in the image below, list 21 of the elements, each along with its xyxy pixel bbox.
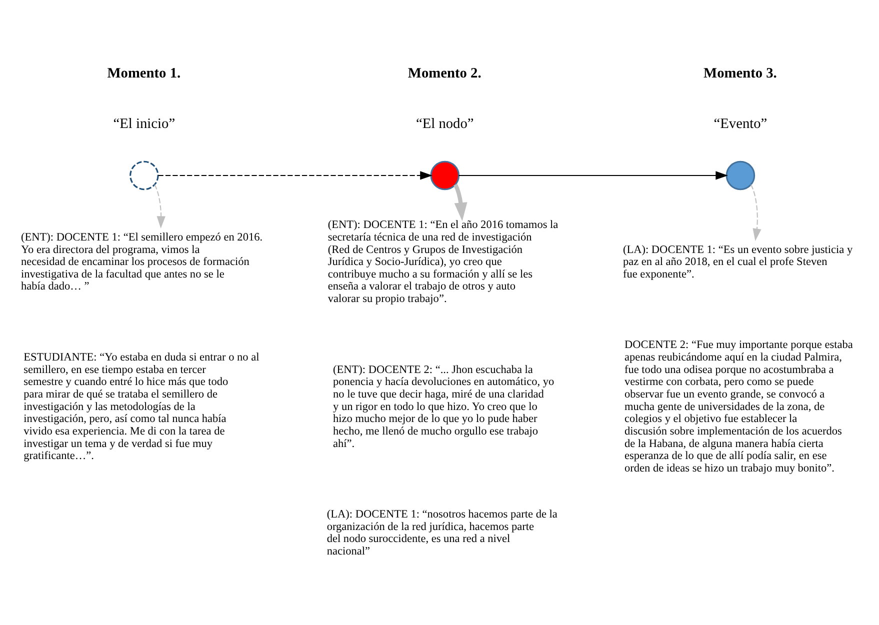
arrow <box>158 171 432 180</box>
node-circle <box>430 160 460 190</box>
label: DOCENTE 2: “Fue muy importante porque estaba apenas reubicándome aquí en la ciudad Palmira, fue todo una odisea porque no acostumbraba a vestirme con corbata, pero como se puede observar fue un evento grande, se convocó a mucha gente de universidades de la zona, de colegios y el objetivo fue establecer la discusión sobre implementación de los acuerdos de la Habana, de alguna manera había cierta esperanza de lo que de allí podía salir, en ese orden de ideas se hizo un trabajo muy bonito”. <box>624 339 853 474</box>
label: Momento 3. <box>704 66 777 82</box>
arrow <box>154 184 166 228</box>
label: (ENT): DOCENTE 2: “... Jhon escuchaba la ponencia y hacía devoluciones en automático, yo no le tuve que decir haga, miré de una claridad y un rigor en todo lo que hizo. Yo creo que lo hizo mucho mejor de lo que yo lo pude haber hecho, me llenó de mucho orgullo ese trabajo ahí”. <box>333 364 554 450</box>
arrow <box>454 184 468 222</box>
node-text: (ENT): DOCENTE 1: “En el año 2016 tomamos la secretaría técnica de una red de investigación (Red de Centros y Grupos de Investigación Jurídica y Socio-Jurídica), yo creo que contribuye mucho a su formación y allí se les enseña a valorar el trabajo de otros y auto valorar su propio trabajo”. <box>328 219 558 306</box>
label: (LA): DOCENTE 1: “nosotros hacemos parte de la organización de la red jurídica, hacemos parte del nodo suroccidente, es una red a nivel nacional” <box>326 508 558 558</box>
label: Momento 1. <box>107 66 181 82</box>
node-text: (LA): DOCENTE 1: “Es un evento sobre justicia y paz en al año 2018, en el cual el profe Steven fue exponente”. <box>622 244 853 280</box>
label: “El nodo” <box>416 116 474 132</box>
node-circle <box>130 160 159 190</box>
label: Momento 2. <box>408 66 482 82</box>
label: ESTUDIANTE: “Yo estaba en duda si entrar o no al semillero, en ese tiempo estaba en tercer semestre y cuando entré lo hice más que todo para mirar de qué se trataba el semillero de investigación y las metodologías de la investigación, pero, así como tal nunca había vivido esa experiencia. Me di con la tarea de investigar un tema y de verdad si fue muy gratificante…”. <box>24 352 260 462</box>
arrow <box>458 171 728 180</box>
node-circle <box>726 160 756 190</box>
arrow <box>750 184 762 241</box>
node-text: (ENT): DOCENTE 1: “El semillero empezó en 2016. Yo era directora del programa, vimos la necesidad de encaminar los procesos de formación investigativa de la facultad que antes no se le había dado… ” <box>21 231 263 293</box>
label: “El inicio” <box>113 116 176 132</box>
label: “Evento” <box>714 116 768 132</box>
